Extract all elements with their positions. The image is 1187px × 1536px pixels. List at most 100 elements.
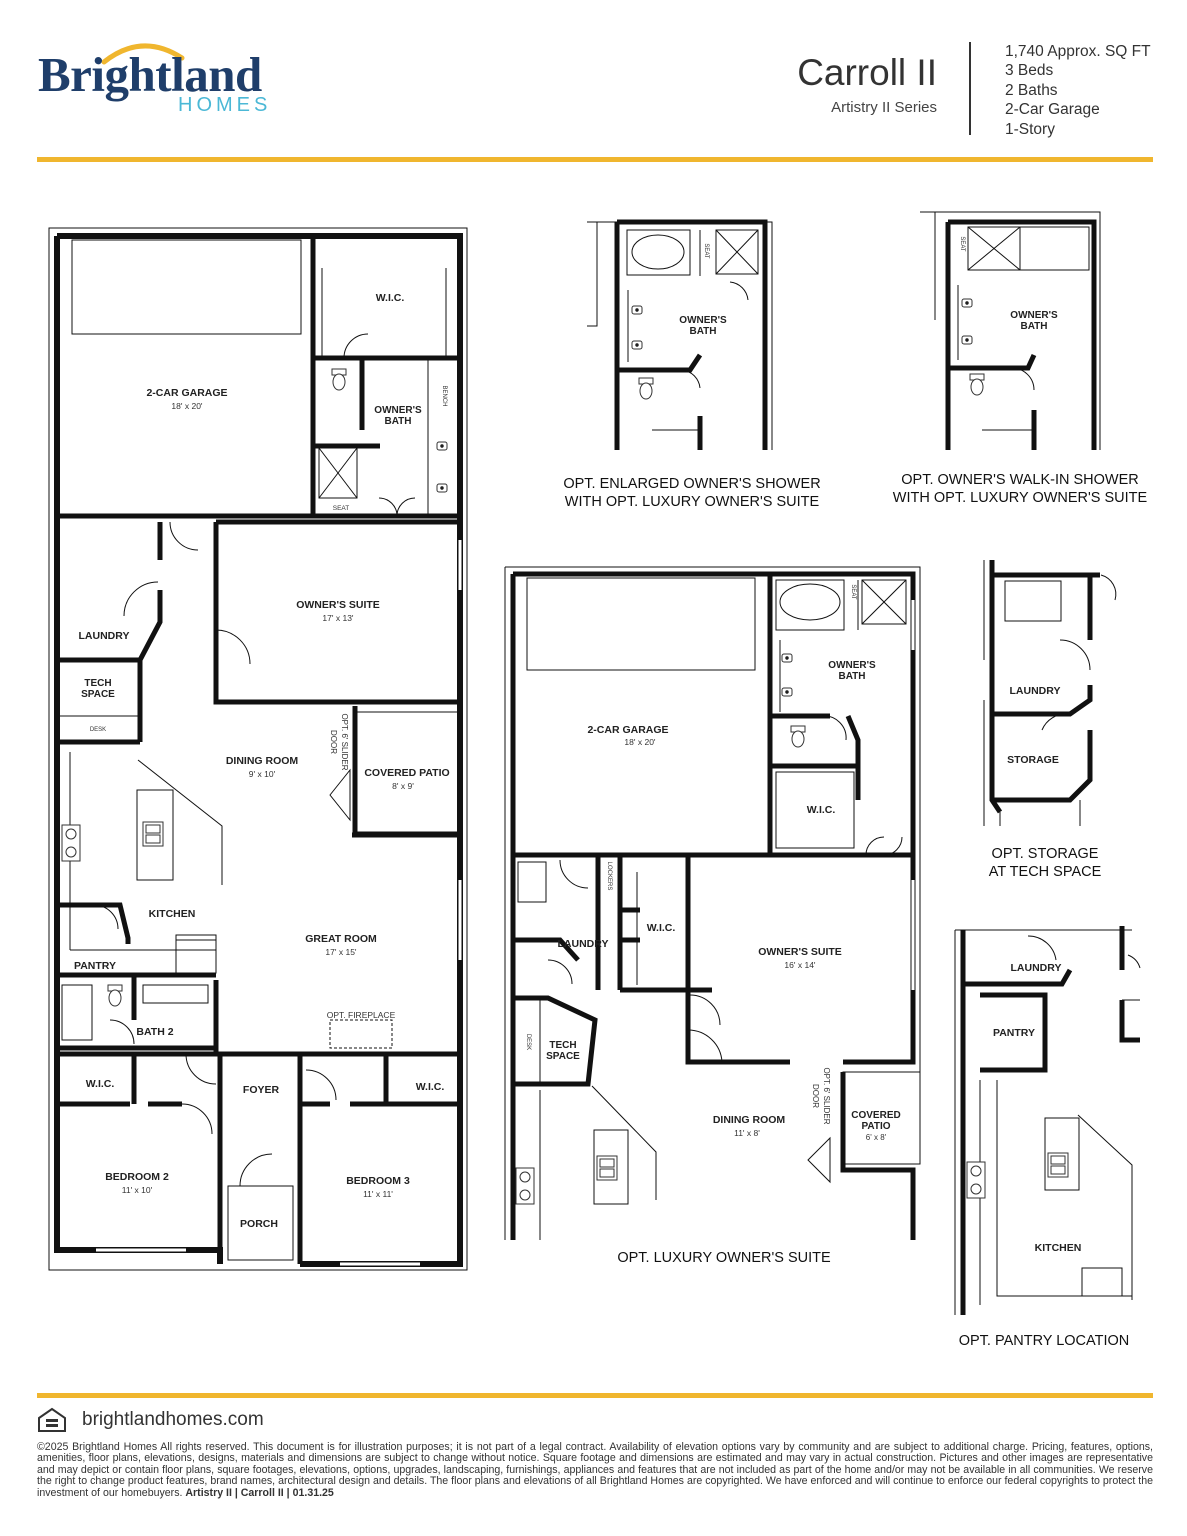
pantry-kitchen-label: KITCHEN xyxy=(1035,1242,1082,1254)
lux-tech-label-1: TECH xyxy=(549,1040,576,1051)
opt-luxury-suite-plan xyxy=(504,566,921,1240)
main-fireplace-label: OPT. FIREPLACE xyxy=(327,1010,396,1020)
main-owners-suite-dim: 17' x 13' xyxy=(322,613,354,623)
opt-walkin-shower-labels: OWNER'S BATH SEAT OPT. OWNER'S WALK-IN S… xyxy=(893,236,1148,506)
pantry-laundry-label: LAUNDRY xyxy=(1011,962,1062,974)
opt-storage-caption-2: AT TECH SPACE xyxy=(989,864,1102,880)
lux-seat-label: SEAT xyxy=(850,584,856,600)
main-slider-label-1: OPT. 6' SLIDER xyxy=(340,713,349,770)
lux-dining-dim: 11' x 8' xyxy=(734,1128,760,1138)
opt-walkin-shower-plan xyxy=(920,211,1101,450)
equal-housing-icon xyxy=(38,1407,66,1432)
main-wic3-label: W.I.C. xyxy=(416,1081,445,1093)
lux-slider-label-2: DOOR xyxy=(811,1084,820,1108)
lux-patio-label-2: PATIO xyxy=(861,1121,890,1132)
opt-shower-seat-label: SEAT xyxy=(703,243,709,259)
main-bedroom2-dim: 11' x 10' xyxy=(122,1185,153,1195)
lux-dining-label: DINING ROOM xyxy=(713,1114,786,1126)
main-foyer-label: FOYER xyxy=(243,1084,280,1096)
main-owners-bath-label-2: BATH xyxy=(384,416,411,427)
main-laundry-label: LAUNDRY xyxy=(79,630,130,642)
main-bench-label: BENCH xyxy=(441,385,447,406)
main-great-room-dim: 17' x 15' xyxy=(325,947,357,957)
main-pantry-label: PANTRY xyxy=(74,960,116,972)
main-bedroom2-label: BEDROOM 2 xyxy=(105,1171,169,1183)
floor-plans-drawing: 2-CAR GARAGE 18' x 20' W.I.C. OWNER'S BA… xyxy=(48,211,1148,1349)
main-patio-label: COVERED PATIO xyxy=(364,767,449,779)
main-garage-label: 2-CAR GARAGE xyxy=(146,387,227,399)
main-owners-suite-label: OWNER'S SUITE xyxy=(296,599,380,611)
main-tech-label-1: TECH xyxy=(84,678,111,689)
lux-patio-dim: 6' x 8' xyxy=(866,1133,887,1142)
main-tech-label-2: SPACE xyxy=(81,689,115,700)
main-dining-label: DINING ROOM xyxy=(226,755,299,767)
storage-laundry-label: LAUNDRY xyxy=(1010,685,1061,697)
plan-title: Carroll II xyxy=(797,52,937,93)
website-link[interactable]: brightlandhomes.com xyxy=(82,1409,264,1430)
opt-storage-plan xyxy=(983,560,1117,826)
spec-baths: 2 Baths xyxy=(1005,81,1058,99)
opt-luxury-suite-labels: 2-CAR GARAGE 18' x 20' OWNER'S BATH SEAT… xyxy=(525,584,901,1266)
lux-laundry-label: LAUNDRY xyxy=(558,938,609,950)
lux-garage-dim: 18' x 20' xyxy=(624,737,656,747)
brand-logo-wordmark[interactable]: Brightland xyxy=(38,47,262,102)
main-kitchen-label: KITCHEN xyxy=(149,908,196,920)
lux-tech-label-2: SPACE xyxy=(546,1051,580,1062)
header-rule xyxy=(37,157,1153,162)
pantry-pantry-label: PANTRY xyxy=(993,1027,1035,1039)
opt-enlarged-shower-plan xyxy=(587,219,773,450)
main-seat-label: SEAT xyxy=(333,505,350,512)
main-great-room-label: GREAT ROOM xyxy=(305,933,377,945)
lux-garage-label: 2-CAR GARAGE xyxy=(587,724,668,736)
legal-text: ©2025 Brightland Homes All rights reserv… xyxy=(37,1441,1153,1499)
lux-desk-label: DESK xyxy=(525,1034,531,1050)
main-bath2-label: BATH 2 xyxy=(136,1026,173,1038)
spec-sqft: 1,740 Approx. SQ FT xyxy=(1005,43,1151,60)
lux-wic2-label: W.I.C. xyxy=(647,922,676,934)
storage-storage-label: STORAGE xyxy=(1007,754,1059,766)
opt-shower-caption-1: OPT. ENLARGED OWNER'S SHOWER xyxy=(563,476,820,492)
opt-shower-bath-label-1: OWNER'S xyxy=(679,315,727,326)
main-owners-bath-label-1: OWNER'S xyxy=(374,405,422,416)
main-bedroom3-dim: 11' x 11' xyxy=(363,1189,393,1199)
main-dining-dim: 9' x 10' xyxy=(249,769,276,779)
opt-shower-bath-label-2: BATH xyxy=(689,326,716,337)
lux-owners-suite-label: OWNER'S SUITE xyxy=(758,946,842,958)
main-porch-label: PORCH xyxy=(240,1218,278,1230)
opt-walkin-bath-label-1: OWNER'S xyxy=(1010,310,1058,321)
opt-luxury-caption: OPT. LUXURY OWNER'S SUITE xyxy=(617,1250,831,1266)
lux-wic-label: W.I.C. xyxy=(807,804,836,816)
opt-walkin-caption-1: OPT. OWNER'S WALK-IN SHOWER xyxy=(901,472,1138,488)
opt-storage-labels: LAUNDRY STORAGE OPT. STORAGE AT TECH SPA… xyxy=(989,685,1102,880)
opt-walkin-seat-label: SEAT xyxy=(959,236,965,252)
lux-owners-suite-dim: 16' x 14' xyxy=(784,960,816,970)
main-bedroom3-label: BEDROOM 3 xyxy=(346,1175,410,1187)
lux-patio-label-1: COVERED xyxy=(851,1110,900,1121)
opt-walkin-bath-label-2: BATH xyxy=(1020,321,1047,332)
opt-pantry-plan xyxy=(954,926,1141,1315)
main-wic2-label: W.I.C. xyxy=(86,1078,115,1090)
main-patio-dim: 8' x 9' xyxy=(392,781,414,791)
main-slider-label-2: DOOR xyxy=(329,730,338,754)
opt-pantry-labels: LAUNDRY PANTRY KITCHEN OPT. PANTRY LOCAT… xyxy=(959,962,1130,1349)
footer-rule xyxy=(37,1393,1153,1398)
spec-garage: 2-Car Garage xyxy=(1005,101,1100,119)
lux-bath-label-2: BATH xyxy=(838,671,865,682)
spec-stories: 1-Story xyxy=(1005,120,1055,138)
document-id: Artistry II | Carroll II | 01.31.25 xyxy=(185,1486,334,1499)
opt-shower-caption-2: WITH OPT. LUXURY OWNER'S SUITE xyxy=(565,494,820,510)
opt-enlarged-shower-labels: OWNER'S BATH SEAT OPT. ENLARGED OWNER'S … xyxy=(563,243,820,510)
main-floor-plan-labels: 2-CAR GARAGE 18' x 20' W.I.C. OWNER'S BA… xyxy=(74,292,450,1230)
plan-specs: 1,740 Approx. SQ FT 3 Beds 2 Baths 2-Car… xyxy=(1005,42,1151,139)
lux-lockers-label: LOCKERS xyxy=(606,862,612,891)
header-divider xyxy=(969,42,971,135)
opt-walkin-caption-2: WITH OPT. LUXURY OWNER'S SUITE xyxy=(893,490,1148,506)
opt-pantry-caption: OPT. PANTRY LOCATION xyxy=(959,1333,1130,1349)
spec-beds: 3 Beds xyxy=(1005,62,1054,80)
main-wic-label: W.I.C. xyxy=(376,292,405,304)
main-desk-label: DESK xyxy=(90,727,106,733)
lux-bath-label-1: OWNER'S xyxy=(828,660,876,671)
lux-slider-label-1: OPT. 6' SLIDER xyxy=(822,1067,831,1124)
opt-storage-caption-1: OPT. STORAGE xyxy=(992,846,1099,862)
legal-disclaimer: ©2025 Brightland Homes All rights reserv… xyxy=(37,1441,1153,1499)
